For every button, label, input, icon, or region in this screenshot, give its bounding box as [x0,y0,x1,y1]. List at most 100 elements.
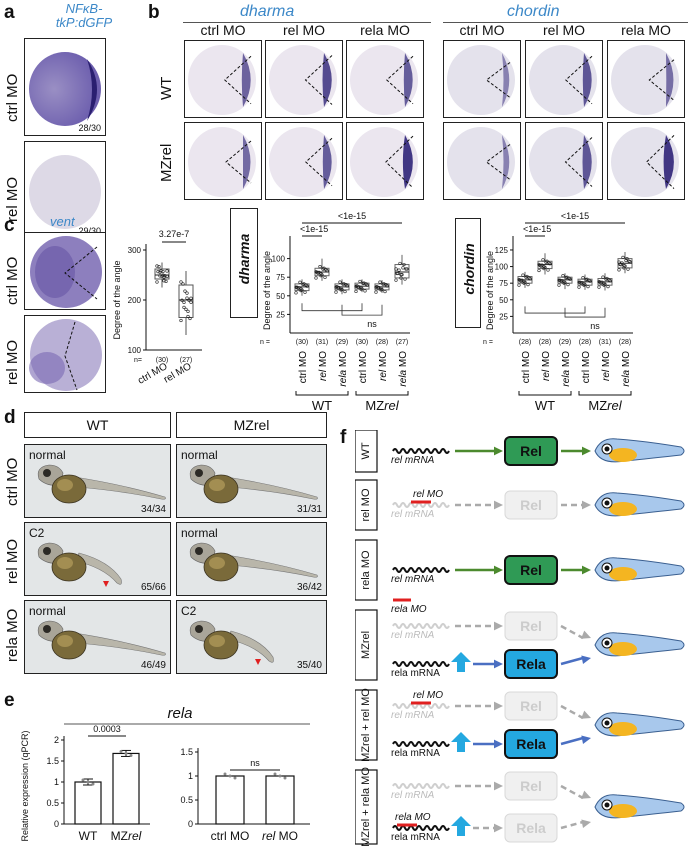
tick-part: rela [621,367,632,386]
y-tick-label: 200 [128,296,142,305]
arrow-head [493,701,503,711]
count-label: 65/66 [140,582,166,593]
count-label: 36/42 [296,582,322,593]
tick-part: rel [384,398,400,413]
data-point [124,751,128,755]
data-point [156,270,160,274]
p-value-top: <1e-15 [561,211,589,221]
yolk-highlight [57,635,73,647]
y-tick-label: 50 [276,292,285,301]
data-point [602,283,606,287]
panel-c-embryo-relmo [24,315,106,393]
arrow-head [493,781,503,791]
mrna-label: rel mRNA [391,630,435,641]
col-header-mzrel: MZrel [176,412,327,438]
group-bracket [295,391,349,396]
tick-part: MZ [365,398,384,413]
data-point [383,289,387,294]
x-tick-label: rela MO [561,351,572,387]
ns-bracket [301,303,363,312]
arrow-head [581,500,591,510]
embryo-image [188,45,256,115]
data-point [339,288,343,292]
mrna-squiggle [392,502,450,508]
embryo-panel [346,40,424,118]
n-count: (27) [396,339,408,346]
protein-label: Rela [516,736,546,752]
bar [112,752,140,825]
data-point [91,782,95,786]
n-count: (29) [336,339,348,346]
data-point [161,273,165,277]
group-bracket [355,391,409,396]
embryo-panel [184,122,262,200]
embryo-image [29,52,101,126]
data-point [323,275,327,279]
arrow-line [560,736,584,746]
n-count: (31) [599,339,611,346]
upregulation-arrow [451,652,471,672]
x-tick-label: ctrl MO [521,351,532,383]
data-point [374,290,378,294]
tick-part: MO [378,351,389,367]
fish-yolk [609,804,637,818]
y-tick-label: 1 [54,777,59,787]
protein-label: Rela [516,820,546,836]
data-point [365,283,369,287]
gene-label-chordin: chordin [507,3,560,20]
x-tick-label: rel MO [262,829,298,843]
n-count: (28) [376,339,388,346]
data-point [363,289,367,293]
y-tick-label: 0 [188,819,193,829]
data-point [341,282,345,286]
phenotype-label: normal [29,604,66,618]
fish-pupil [604,802,610,808]
arrow-head [581,565,591,575]
n-label: n = [260,339,270,346]
protein-box [504,555,558,585]
protein-box [504,490,558,520]
data-point [155,264,159,268]
embryo-body [447,45,515,115]
expression-domain [322,135,332,189]
n-count: (30) [156,357,168,364]
arrow-head [581,819,591,829]
panel-c-title: vent [50,214,75,229]
embryo-body [269,45,337,115]
mrna-label: rela mRNA [391,668,440,679]
data-point [358,279,362,284]
gene-label-dharma: dharma [240,3,295,20]
tick-part: MO [621,351,632,367]
data-point [517,283,521,287]
expression-domain [243,135,251,189]
data-point [233,776,237,780]
data-point [381,282,385,286]
fish-pupil [604,565,610,571]
data-point [319,274,323,278]
data-point [581,276,585,280]
expression-domain [582,135,592,189]
arrow-line [560,784,584,800]
larva-eye [195,469,203,477]
data-point [399,272,403,277]
data-point [517,278,521,282]
data-point [396,271,400,276]
data-point [298,280,302,284]
angle-lines [225,140,252,184]
mrna-label: rel mRNA [391,710,435,721]
data-point [321,267,325,271]
count-label: 29/30 [78,226,101,236]
protein-box [504,729,558,759]
tick-part: MO [318,351,329,367]
embryo-panel [184,40,262,118]
data-point [354,284,358,288]
mo-label: rela MO [391,604,427,615]
y-tick-label: 50 [499,296,508,305]
data-point [604,277,608,281]
data-point [189,296,193,300]
mrna-squiggle [392,741,450,747]
embryo-panel [607,122,685,200]
phenotype-label: normal [181,448,218,462]
